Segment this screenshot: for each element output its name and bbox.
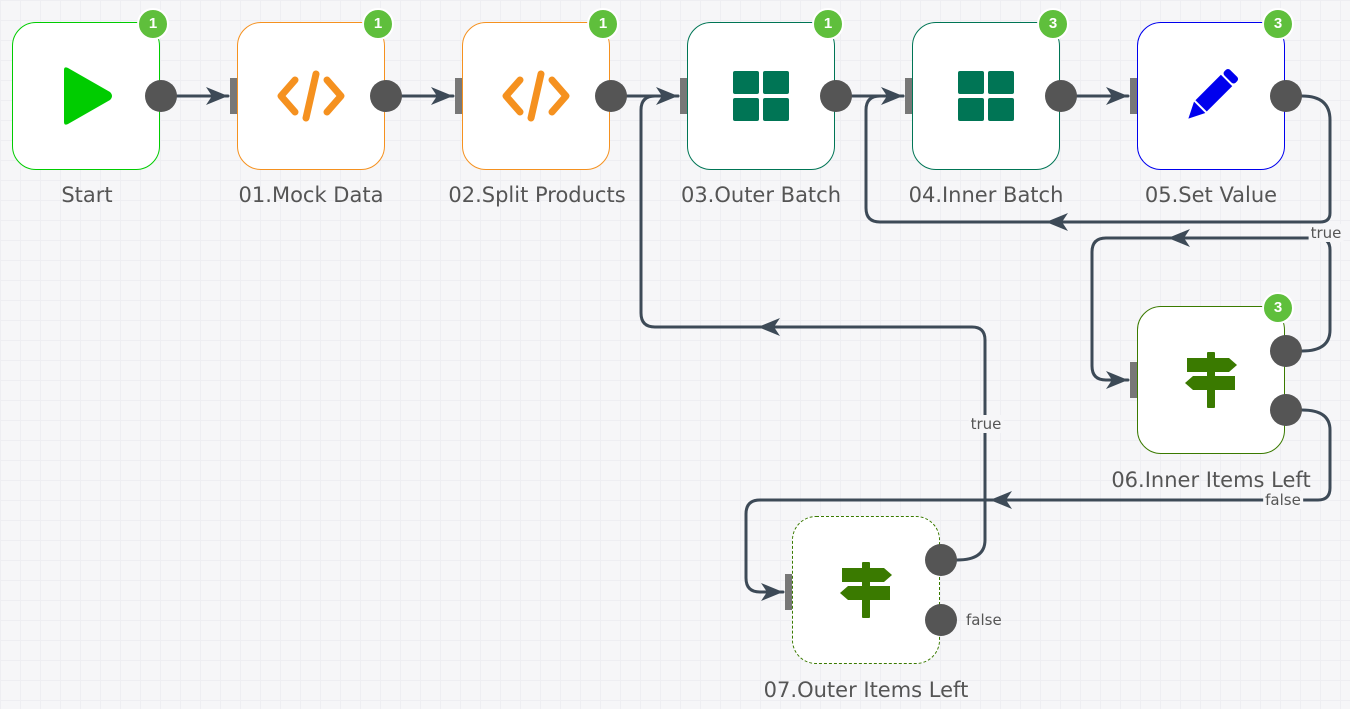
execution-count-badge: 1 [587,8,619,40]
output-port-outer-if-true[interactable] [925,544,957,576]
execution-count-badge: 1 [362,8,394,40]
edge-label-outer-false: false [966,611,1002,629]
arrow-head [431,87,453,105]
node-mock-data[interactable]: 1 [237,8,394,170]
edge-outer-if-true-to-outer-batch[interactable] [639,94,987,562]
arrow-head [758,318,780,336]
node-label-set-value: 05.Set Value [1144,183,1278,207]
code-icon [277,70,345,122]
output-port-inner-if-false[interactable] [1270,394,1302,426]
node-set-value[interactable]: 3 [1137,8,1294,170]
execution-count-badge: 1 [137,8,169,40]
edge-label-inner-false: false [1263,491,1303,509]
node-start[interactable]: 1 [12,8,169,170]
edge-label-inner-true: true [1308,224,1344,242]
edge-inner-if-false-to-outer-if[interactable] [744,408,1332,594]
execution-count-badge: 3 [1037,8,1069,40]
play-icon [64,67,112,125]
arrow-head [1046,213,1068,231]
grid-icon [733,71,789,121]
node-label-inner-batch: 04.Inner Batch [908,183,1064,207]
arrow-head [881,87,903,105]
edge-label-outer-true: true [968,415,1004,433]
node-label-split: 02.Split Products [448,183,626,207]
node-label-outer-batch: 03.Outer Batch [680,183,842,207]
node-inner-items-left[interactable]: 3 [1137,292,1294,454]
node-label-mock: 01.Mock Data [238,183,384,207]
output-port-outer-batch[interactable] [820,80,852,112]
node-outer-items-left[interactable] [792,516,940,664]
code-icon [502,70,570,122]
signpost-icon [1185,352,1237,408]
output-port-inner-batch[interactable] [1045,80,1077,112]
node-label-outer-if: 07.Outer Items Left [763,678,969,702]
output-port-set-value[interactable] [1270,80,1302,112]
edge-set-value-to-inner-if[interactable] [864,94,1332,224]
pencil-icon [1188,68,1239,119]
execution-count-badge: 3 [1262,8,1294,40]
node-outer-batch[interactable]: 1 [687,8,844,170]
node-inner-batch[interactable]: 3 [912,8,1069,170]
execution-count-badge: 1 [812,8,844,40]
arrow-head [1106,87,1128,105]
node-label-start: Start [61,183,113,207]
output-port-outer-if-false[interactable] [925,604,957,636]
arrow-head [990,491,1012,509]
output-port-inner-if-true[interactable] [1270,335,1302,367]
arrow-head [206,87,228,105]
arrow-head [1168,229,1190,247]
output-port-start[interactable] [145,80,177,112]
output-port-mock[interactable] [370,80,402,112]
grid-icon [958,71,1014,121]
output-port-split[interactable] [595,80,627,112]
execution-count-badge: 3 [1262,292,1294,324]
arrow-head [656,87,678,105]
signpost-icon [840,562,892,618]
node-split-products[interactable]: 1 [462,8,619,170]
node-label-inner-if: 06.Inner Items Left [1111,468,1311,492]
arrow-head [761,583,783,601]
edge-inner-if-true-loop[interactable] [1090,236,1332,382]
arrow-head [1106,371,1128,389]
